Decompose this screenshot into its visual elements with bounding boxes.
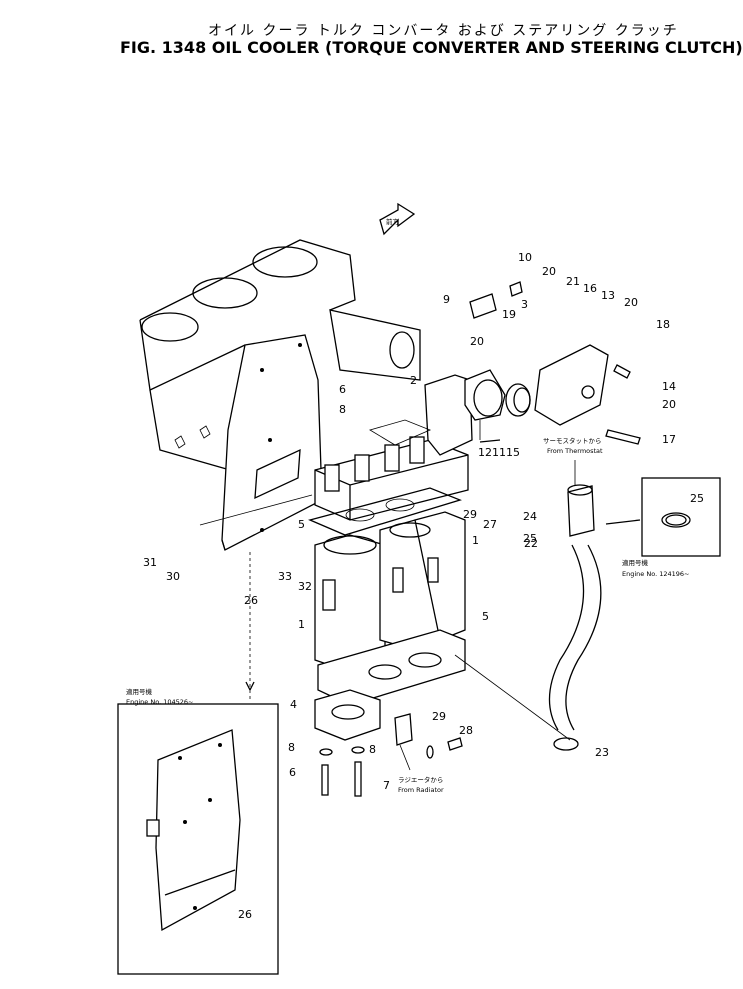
callout-28: 28 [459, 724, 473, 737]
inset-engine-no-1: Engine No. 124196~ [622, 570, 689, 578]
callout-8c: 8 [369, 743, 376, 756]
note-from-radiator-jp: ラジエータから [398, 775, 443, 784]
direction-arrow: 前方 [379, 202, 416, 236]
note-from-thermostat-jp: サーモスタットから [543, 436, 602, 445]
callout-20b: 20 [624, 296, 638, 309]
inset-applicable-jp-1: 適用号機 [622, 558, 649, 567]
callout-20c: 20 [470, 335, 484, 348]
lower-manifold [314, 629, 466, 746]
callout-6a: 6 [339, 383, 346, 396]
elbow-and-covers [464, 281, 641, 445]
callout-14: 14 [662, 380, 676, 393]
callout-31: 31 [143, 556, 157, 569]
note-from-radiator-en: From Radiator [398, 786, 444, 794]
callout-33: 33 [278, 570, 292, 583]
callout-5a: 5 [298, 518, 305, 531]
engine-block [139, 239, 421, 471]
callout-26a: 26 [244, 594, 258, 607]
callout-25a: 25 [523, 532, 537, 545]
callout-17: 17 [662, 433, 676, 446]
callout-27: 27 [483, 518, 497, 531]
callout-19: 19 [502, 308, 516, 321]
leader-lines [199, 420, 576, 771]
callout-9: 9 [443, 293, 450, 306]
figure-title-japanese: オイル クーラ トルク コンバータ および ステアリング クラッチ [208, 23, 679, 39]
callouts: 10 9 20 21 16 13 3 19 20 20 18 2 6 8 14 … [143, 251, 704, 921]
inset-applicable-jp-2: 適用号機 [126, 687, 153, 696]
note-from-thermostat-en: From Thermostat [547, 447, 603, 455]
callout-18: 18 [656, 318, 670, 331]
callout-29a: 29 [463, 508, 477, 521]
callout-1a: 1 [472, 534, 479, 547]
callout-5b: 5 [482, 610, 489, 623]
callout-8a: 8 [339, 403, 346, 416]
gasket-upper [308, 487, 462, 536]
callout-16: 16 [583, 282, 597, 295]
callout-26b: 26 [238, 908, 252, 921]
callout-11: 11 [492, 446, 506, 459]
callout-32: 32 [298, 580, 312, 593]
upper-manifold [314, 374, 473, 521]
callout-24: 24 [523, 510, 537, 523]
callout-8b: 8 [288, 741, 295, 754]
callout-15: 15 [506, 446, 520, 459]
lower-bolts [319, 737, 463, 797]
callout-3: 3 [521, 298, 528, 311]
callout-21: 21 [566, 275, 580, 288]
callout-22: 22 [524, 537, 538, 550]
callout-13: 13 [601, 289, 615, 302]
inset-detail-plate: 適用号機 Engine No. 104526~ [117, 687, 279, 975]
direction-mark-text: 前方 [386, 217, 400, 226]
hose-assembly [548, 484, 641, 751]
callout-2: 2 [410, 374, 417, 387]
inset-engine-no-2: Engine No. 104526~ [126, 698, 193, 706]
figure-title-english: FIG. 1348 OIL COOLER (TORQUE CONVERTER A… [120, 38, 743, 57]
callout-10: 10 [518, 251, 532, 264]
callout-23: 23 [595, 746, 609, 759]
inset-detail-clamp: 適用号機 Engine No. 124196~ [622, 477, 721, 578]
exploded-parts-diagram: 前方 [117, 202, 721, 975]
callout-29b: 29 [432, 710, 446, 723]
callout-6b: 6 [289, 766, 296, 779]
callout-30: 30 [166, 570, 180, 583]
callout-20d: 20 [662, 398, 676, 411]
oil-cooler-cores [314, 511, 466, 673]
callout-20a: 20 [542, 265, 556, 278]
callout-4: 4 [290, 698, 297, 711]
callout-7: 7 [383, 779, 390, 792]
callout-12: 12 [478, 446, 492, 459]
callout-25b: 25 [690, 492, 704, 505]
callout-1b: 1 [298, 618, 305, 631]
mounting-plate [221, 334, 323, 551]
